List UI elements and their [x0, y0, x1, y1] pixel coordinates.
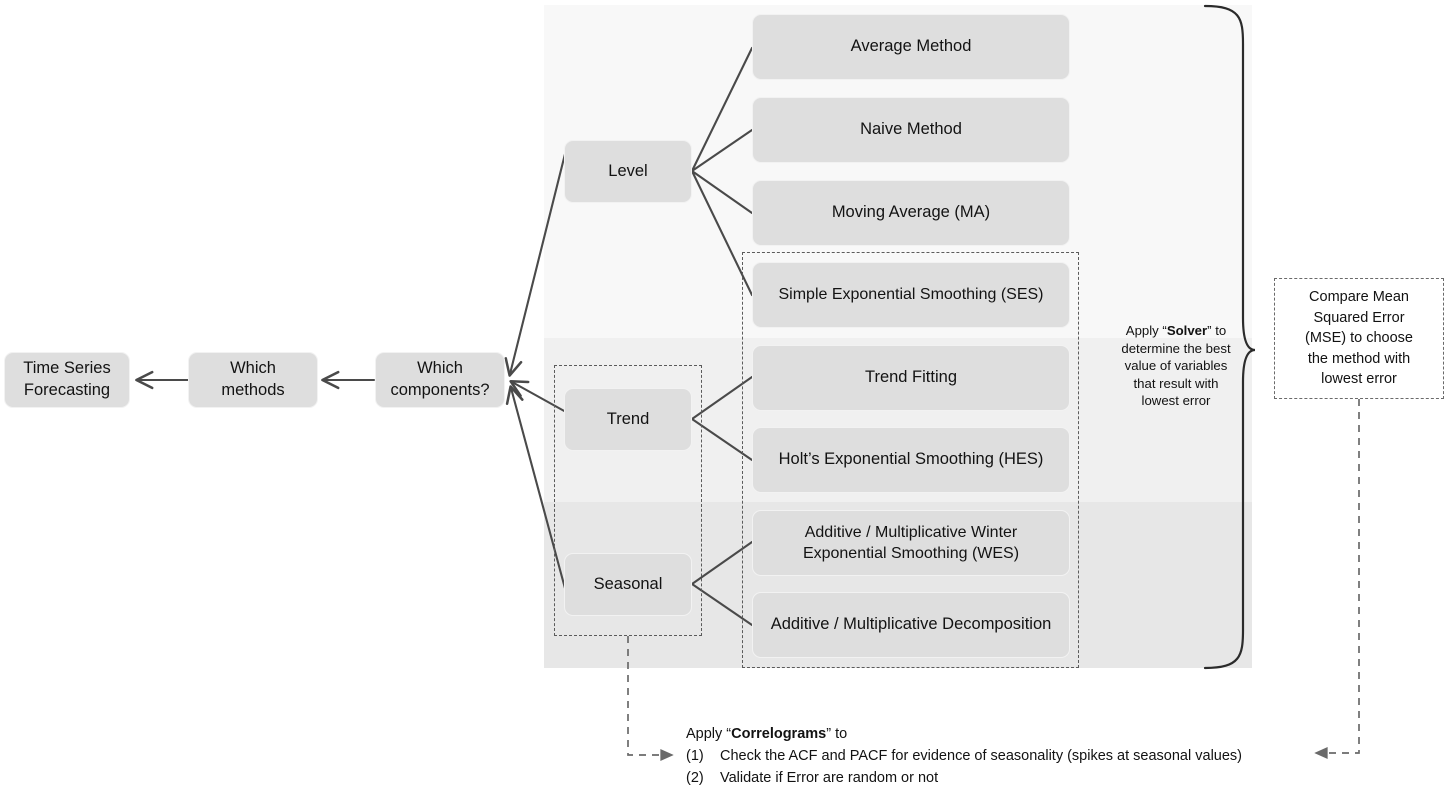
node-component-level[interactable]: Level — [564, 140, 692, 203]
node-method-ses[interactable]: Simple Exponential Smoothing (SES) — [752, 262, 1070, 328]
node-time-series-forecasting[interactable]: Time Series Forecasting — [4, 352, 130, 408]
node-method-wes[interactable]: Additive / Multiplicative Winter Exponen… — [752, 510, 1070, 576]
node-component-seasonal[interactable]: Seasonal — [564, 553, 692, 616]
note-solver-line1: Apply “Solver” to — [1125, 323, 1227, 338]
note-solver-line4: that result with — [1133, 375, 1219, 391]
node-method-hes[interactable]: Holt’s Exponential Smoothing (HES) — [752, 427, 1070, 493]
node-method-naive[interactable]: Naive Method — [752, 97, 1070, 163]
node-method-decomposition[interactable]: Additive / Multiplicative Decomposition — [752, 592, 1070, 658]
note-mse-box: Compare Mean Squared Error (MSE) to choo… — [1274, 278, 1444, 399]
note-correlograms-item-1: (1)Check the ACF and PACF for evidence o… — [686, 748, 1242, 765]
note-mse-line5: lowest error — [1321, 371, 1397, 388]
node-method-average[interactable]: Average Method — [752, 14, 1070, 80]
note-solver-line2: determine the best — [1121, 340, 1231, 356]
note-correlograms-heading: Apply “Correlograms” to — [686, 726, 848, 742]
node-which-methods[interactable]: Which methods — [188, 352, 318, 408]
note-correlograms-item-2: (2)Validate if Error are random or not — [686, 770, 939, 787]
dashed-group-solver-methods — [742, 252, 1079, 668]
note-solver-line5: lowest error — [1141, 393, 1211, 409]
note-mse-line1: Compare Mean — [1309, 289, 1409, 306]
node-method-moving-average[interactable]: Moving Average (MA) — [752, 180, 1070, 246]
node-which-components[interactable]: Which components? — [375, 352, 505, 408]
dashed-link-mse-to-correlograms — [1318, 399, 1360, 753]
node-method-trend-fitting[interactable]: Trend Fitting — [752, 345, 1070, 411]
note-solver-line3: value of variables — [1124, 358, 1228, 374]
note-mse-line4: the method with — [1307, 350, 1411, 367]
note-mse-line2: Squared Error — [1313, 309, 1405, 326]
note-correlograms: Apply “Correlograms” to (1)Check the ACF… — [686, 723, 1242, 789]
note-mse-line3: (MSE) to choose — [1305, 330, 1413, 347]
note-solver: Apply “Solver” to determine the best val… — [1112, 322, 1240, 410]
dashed-group-components-seasonality — [554, 365, 702, 636]
node-component-trend[interactable]: Trend — [564, 388, 692, 451]
